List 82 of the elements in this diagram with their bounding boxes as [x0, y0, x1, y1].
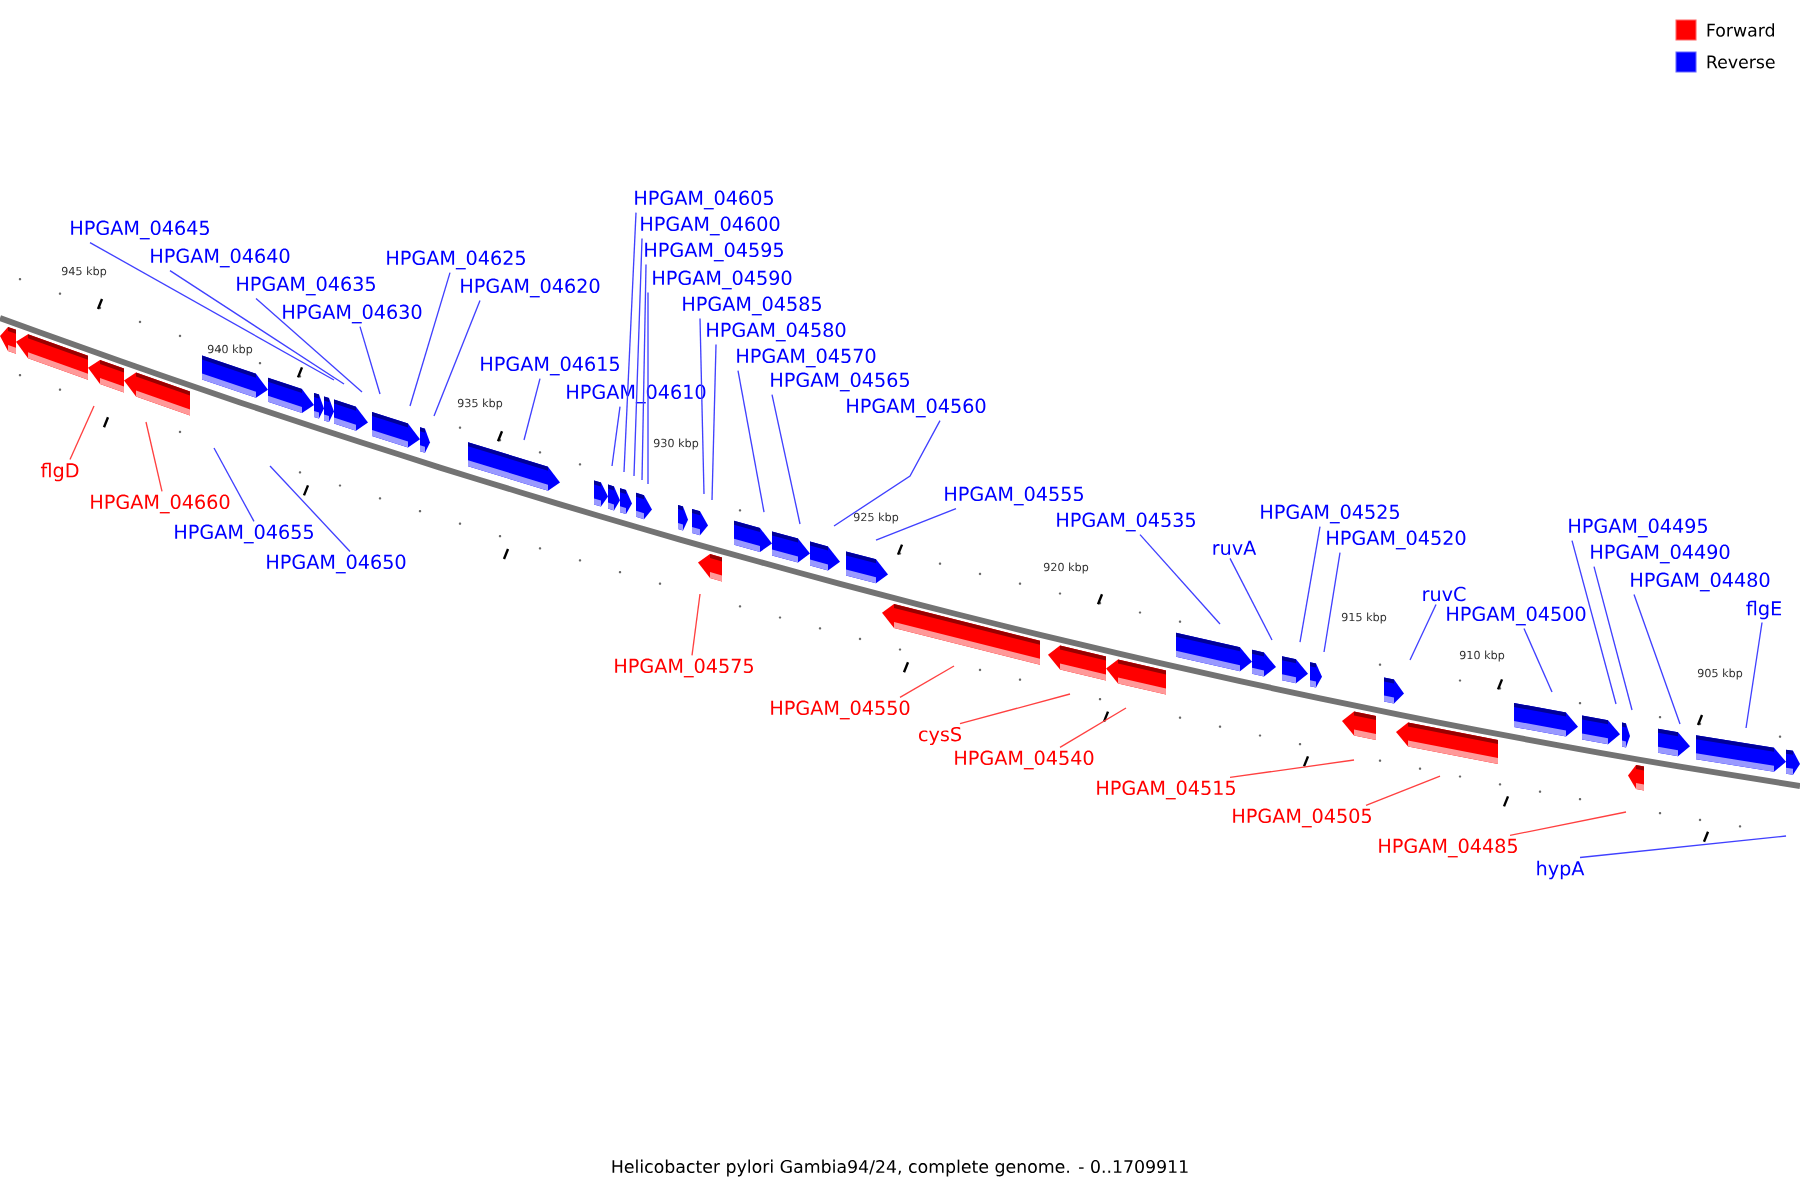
- gene-label: HPGAM_04650: [267, 554, 406, 574]
- gene-label: HPGAM_04600: [641, 216, 780, 236]
- leader-line: [899, 665, 955, 699]
- leader-line: [255, 297, 363, 393]
- gene-label: HPGAM_04495: [1569, 518, 1707, 538]
- gene-label: HPGAM_04605: [635, 190, 773, 210]
- gene-label: HPGAM_04515: [1097, 780, 1235, 800]
- gene-label: HPGAM_04535: [1057, 512, 1195, 532]
- leader-line: [1409, 603, 1437, 661]
- gene-label: hypA: [1537, 860, 1585, 880]
- gene-label: HPGAM_04485: [1379, 838, 1517, 858]
- leader-line: [647, 291, 649, 485]
- leader-line: [711, 343, 717, 501]
- leader-line: [213, 447, 255, 523]
- leader-line: [1593, 565, 1633, 711]
- gene-label: HPGAM_04525: [1261, 504, 1399, 524]
- gene-label: HPGAM_04630: [283, 304, 422, 324]
- gene-label: HPGAM_04635: [237, 276, 375, 296]
- leader-line: [611, 405, 621, 467]
- leader-line: [699, 317, 705, 495]
- gene-label: HPGAM_04555: [945, 486, 1083, 506]
- gene-label: HPGAM_04615: [481, 356, 619, 376]
- leader-line: [771, 393, 801, 525]
- leader-line: [1523, 627, 1553, 693]
- leader-line: [409, 271, 451, 407]
- leader-line: [1365, 775, 1441, 807]
- gene-label: HPGAM_04505: [1233, 808, 1371, 828]
- legend-label: Forward: [1707, 23, 1774, 37]
- leader-line: [433, 299, 481, 417]
- gene-label: ruvA: [1213, 540, 1257, 556]
- gene-label: HPGAM_04620: [461, 278, 600, 298]
- gene-label: HPGAM_04565: [771, 372, 909, 392]
- gene-label: HPGAM_04585: [683, 296, 821, 316]
- caption: Helicobacter pylori Gambia94/24, complete genome. - 0..1709911: [612, 1159, 1188, 1177]
- leader-line: [641, 263, 647, 481]
- leader-line: [89, 241, 335, 381]
- leader-line: [633, 237, 643, 477]
- leader-line: [1745, 621, 1763, 729]
- gene-label: HPGAM_04480: [1631, 572, 1770, 592]
- gene-label: flgE: [1746, 600, 1781, 620]
- gene-label: HPGAM_04580: [707, 322, 846, 342]
- leader-line: [359, 325, 381, 395]
- leader-line: [737, 369, 765, 513]
- leader-line: [623, 211, 637, 473]
- gene-label: cysS: [919, 726, 961, 746]
- gene-label: flgD: [40, 462, 79, 482]
- leader-line: [1579, 835, 1787, 859]
- gene-label: HPGAM_04655: [175, 524, 313, 544]
- gene-label: HPGAM_04500: [1447, 606, 1586, 626]
- gene-label: HPGAM_04640: [151, 248, 290, 268]
- leader-line: [1323, 551, 1341, 653]
- leader-line: [1571, 539, 1617, 705]
- gene-label: HPGAM_04645: [71, 220, 209, 240]
- leader-line: [1229, 557, 1273, 641]
- gene-label: HPGAM_04625: [387, 250, 525, 270]
- leader-line: [1299, 525, 1321, 643]
- leader-line: [833, 419, 941, 527]
- gene-label: HPGAM_04490: [1591, 544, 1730, 564]
- leader-line: [1633, 593, 1681, 725]
- gene-label: HPGAM_04540: [955, 750, 1094, 770]
- gene-label: HPGAM_04560: [847, 398, 986, 418]
- leader-line: [875, 507, 957, 541]
- leader-line: [959, 693, 1071, 725]
- gene-label: HPGAM_04595: [645, 242, 783, 262]
- gene-label: HPGAM_04550: [771, 700, 910, 720]
- leader-line: [691, 593, 701, 657]
- leader-line: [69, 405, 95, 461]
- gene-label: HPGAM_04575: [615, 658, 753, 678]
- legend-label: Reverse: [1707, 55, 1775, 69]
- leader-line: [1229, 759, 1355, 779]
- leader-line: [1139, 533, 1221, 625]
- leader-line: [1509, 811, 1627, 837]
- gene-label: HPGAM_04520: [1327, 530, 1466, 550]
- gene-label: HPGAM_04570: [737, 348, 876, 368]
- leader-line: [145, 421, 163, 493]
- leader-line: [269, 465, 351, 553]
- gene-label: ruvC: [1423, 586, 1466, 602]
- leader-line: [1059, 707, 1127, 749]
- leader-line: [523, 377, 541, 441]
- leader-line: [169, 269, 345, 385]
- gene-label: HPGAM_04590: [653, 270, 792, 290]
- gene-label: HPGAM_04660: [91, 494, 230, 514]
